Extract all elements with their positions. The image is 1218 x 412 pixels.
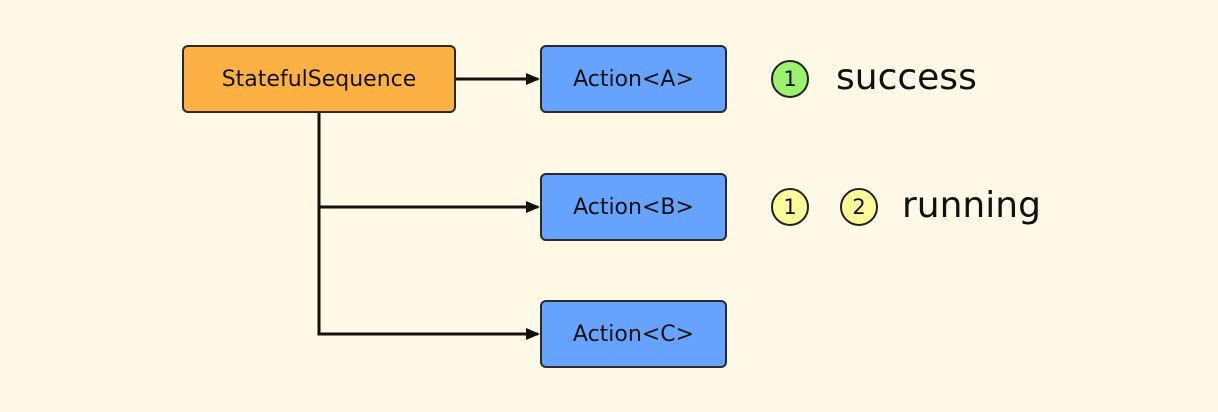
edge-root-to-action-b	[317, 113, 540, 213]
status-label-b: running	[902, 185, 1041, 226]
node-stateful-sequence: StatefulSequence	[182, 45, 456, 113]
node-action-b: Action<B>	[540, 173, 727, 241]
step-badge-b-1: 1	[771, 188, 809, 226]
node-action-c: Action<C>	[540, 300, 727, 368]
step-badge-a-1: 1	[771, 60, 809, 98]
status-label-a: success	[836, 57, 977, 98]
edge-root-to-action-c	[317, 207, 540, 340]
step-badge-b-2: 2	[840, 188, 878, 226]
node-action-a: Action<A>	[540, 45, 727, 113]
